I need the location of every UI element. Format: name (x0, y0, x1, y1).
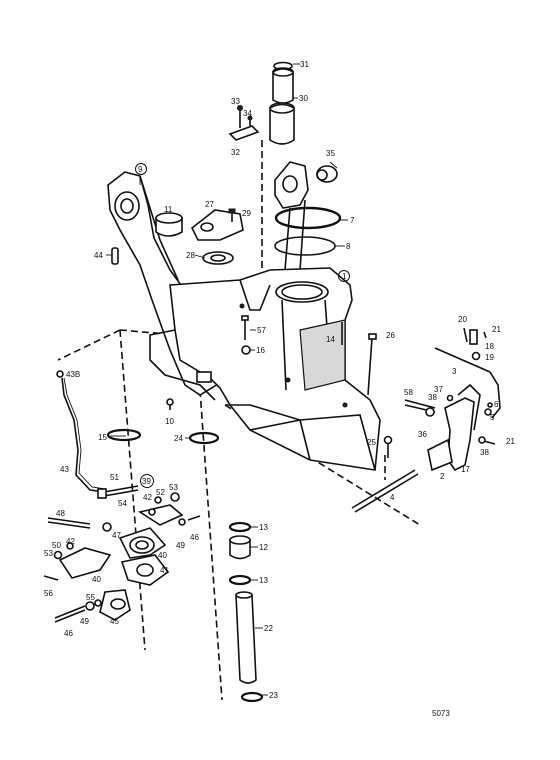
callout-18: 18 (485, 342, 494, 351)
bearing-stack (228, 521, 264, 703)
callout-51: 51 (110, 473, 119, 482)
callout-9: 9 (138, 165, 143, 174)
callout-25: 25 (367, 438, 376, 447)
callout-47: 47 (112, 531, 121, 540)
callout-14: 14 (326, 335, 335, 344)
callout-55: 55 (86, 593, 95, 602)
callout-39-circle (140, 474, 154, 488)
elbow-27 (190, 208, 244, 241)
callout-26: 26 (386, 331, 395, 340)
callout-2: 2 (440, 472, 445, 481)
callout-32: 32 (231, 148, 240, 157)
pushrod-4 (351, 435, 419, 513)
rings-15-24 (106, 428, 220, 445)
callout-39: 39 (142, 477, 151, 486)
cap-11 (155, 212, 183, 237)
callout-37: 37 (434, 385, 443, 394)
screw-10 (166, 398, 174, 410)
cable-43 (56, 370, 106, 493)
callout-34: 34 (243, 109, 252, 118)
callout-13a: 13 (259, 523, 268, 532)
callout-49a: 49 (176, 541, 185, 550)
callout-45: 45 (110, 617, 119, 626)
callout-53a: 53 (169, 483, 178, 492)
callout-10: 10 (165, 417, 174, 426)
callout-20: 20 (458, 315, 467, 324)
callout-53b: 53 (44, 549, 53, 558)
callout-9-circle (135, 163, 147, 175)
callout-29: 29 (242, 209, 251, 218)
o-rings-7-8 (274, 206, 342, 256)
callout-7: 7 (350, 216, 355, 225)
callout-27: 27 (205, 200, 214, 209)
callout-36: 36 (418, 430, 427, 439)
callout-33: 33 (231, 97, 240, 106)
callout-43: 43 (60, 465, 69, 474)
callout-31: 31 (300, 60, 309, 69)
gasket-28 (202, 251, 234, 265)
pin-44 (111, 247, 119, 265)
callout-38b: 38 (480, 448, 489, 457)
callout-6: 6 (494, 400, 499, 409)
callout-4: 4 (390, 493, 395, 502)
callout-35: 35 (326, 149, 335, 158)
callout-labels: 31 30 33 34 32 35 9 11 27 29 7 8 44 28 1… (44, 60, 515, 700)
callout-44: 44 (94, 251, 103, 260)
bracket-32 (228, 105, 260, 141)
studs (241, 315, 377, 396)
callout-12: 12 (259, 543, 268, 552)
callout-58: 58 (404, 388, 413, 397)
shift-linkage (404, 327, 501, 472)
callout-11: 11 (164, 205, 173, 214)
drawing-number: 5073 (432, 709, 450, 718)
leader-lines (106, 63, 348, 696)
callout-24: 24 (174, 434, 183, 443)
callout-46b: 46 (64, 629, 73, 638)
callout-56: 56 (44, 589, 53, 598)
callout-57: 57 (257, 326, 266, 335)
callout-50: 50 (52, 541, 61, 550)
callout-54: 54 (118, 499, 127, 508)
bearing-sleeve-30 (269, 61, 295, 145)
callout-21a: 21 (492, 325, 501, 334)
callout-42a: 42 (143, 493, 152, 502)
callout-52: 52 (156, 488, 165, 497)
callout-42b: 42 (66, 537, 75, 546)
callout-8: 8 (346, 242, 351, 251)
lower-linkage (43, 485, 201, 623)
callout-3: 3 (452, 367, 457, 376)
callout-17: 17 (461, 465, 470, 474)
bushing-35 (316, 165, 338, 183)
callout-13b: 13 (259, 576, 268, 585)
callout-19: 19 (485, 353, 494, 362)
callout-43B: 43B (66, 370, 80, 379)
callout-21b: 21 (506, 437, 515, 446)
callout-15: 15 (98, 433, 107, 442)
callout-48: 48 (56, 509, 65, 518)
callout-22: 22 (264, 624, 273, 633)
callout-23: 23 (269, 691, 278, 700)
main-housing-1 (149, 267, 381, 471)
callout-30: 30 (299, 94, 308, 103)
callout-41: 41 (160, 566, 169, 575)
callout-1-circle (338, 270, 350, 282)
callout-16: 16 (256, 346, 265, 355)
callout-28: 28 (186, 251, 195, 260)
callout-38a: 38 (428, 393, 437, 402)
callout-40b: 40 (92, 575, 101, 584)
callout-1: 1 (342, 272, 347, 281)
callout-5: 5 (490, 413, 495, 422)
callout-40a: 40 (158, 551, 167, 560)
callout-49b: 49 (80, 617, 89, 626)
callout-46a: 46 (190, 533, 199, 542)
